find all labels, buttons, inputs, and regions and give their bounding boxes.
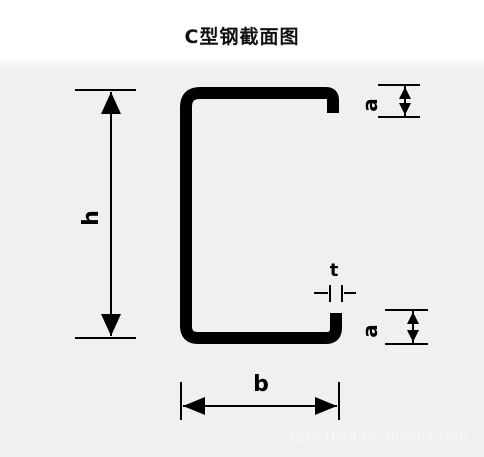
b-arrow-left [183, 397, 205, 415]
h-arrow-up [101, 92, 121, 114]
c-channel-profile [180, 87, 342, 344]
diagram-panel [0, 66, 484, 457]
a-bottom-arrow-up [407, 312, 419, 324]
a-bottom-label: a [358, 324, 382, 338]
a-bottom-arrow-down [407, 330, 419, 342]
b-arrow-right [315, 397, 337, 415]
page-title: C型钢截面图 [184, 26, 300, 48]
a-top-label: a [358, 98, 382, 112]
b-label: b [253, 372, 269, 397]
panel-top-fade [0, 58, 484, 68]
h-arrow-down [101, 314, 121, 336]
t-label: t [330, 260, 339, 281]
h-label: h [79, 210, 104, 226]
watermark: hzhc1688.cn.alibaba.com [289, 430, 468, 445]
a-top-arrow-down [399, 103, 411, 115]
a-top-arrow-up [399, 87, 411, 99]
